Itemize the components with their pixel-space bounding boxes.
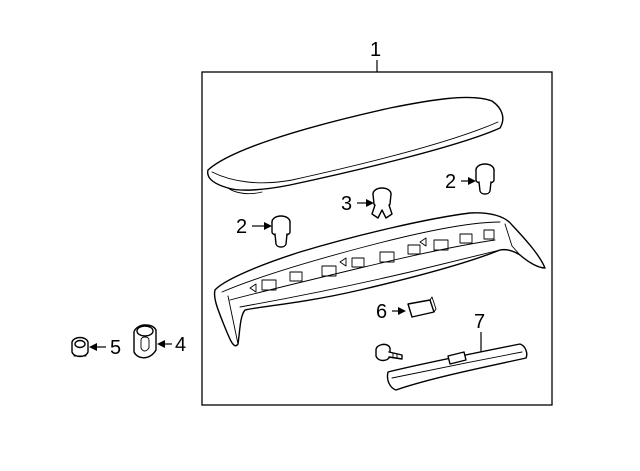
callout-2-right: 2	[445, 171, 456, 193]
pad-6	[407, 296, 437, 318]
clip-3	[371, 187, 393, 219]
arrow-2-right	[468, 177, 476, 185]
clip-2-left	[271, 215, 291, 248]
arrow-2-left	[264, 222, 272, 230]
callout-7: 7	[474, 311, 485, 333]
clip-2-right	[475, 163, 495, 195]
callout-5: 5	[110, 337, 121, 359]
callout-6: 6	[376, 301, 387, 323]
stop-lamp-7	[386, 343, 528, 391]
arrow-4	[157, 340, 165, 348]
grommet-4	[133, 324, 157, 359]
arrow-5	[89, 343, 97, 351]
callout-2-left: 2	[236, 216, 247, 238]
arrow-6	[398, 307, 406, 315]
callout-3: 3	[341, 193, 352, 215]
bolt	[375, 343, 403, 362]
spoiler-cover	[207, 96, 504, 195]
nut-5	[71, 336, 89, 358]
callout-1: 1	[370, 39, 381, 61]
spoiler-frame	[213, 212, 546, 347]
arrow-3	[366, 199, 374, 207]
callout-4: 4	[175, 334, 186, 356]
